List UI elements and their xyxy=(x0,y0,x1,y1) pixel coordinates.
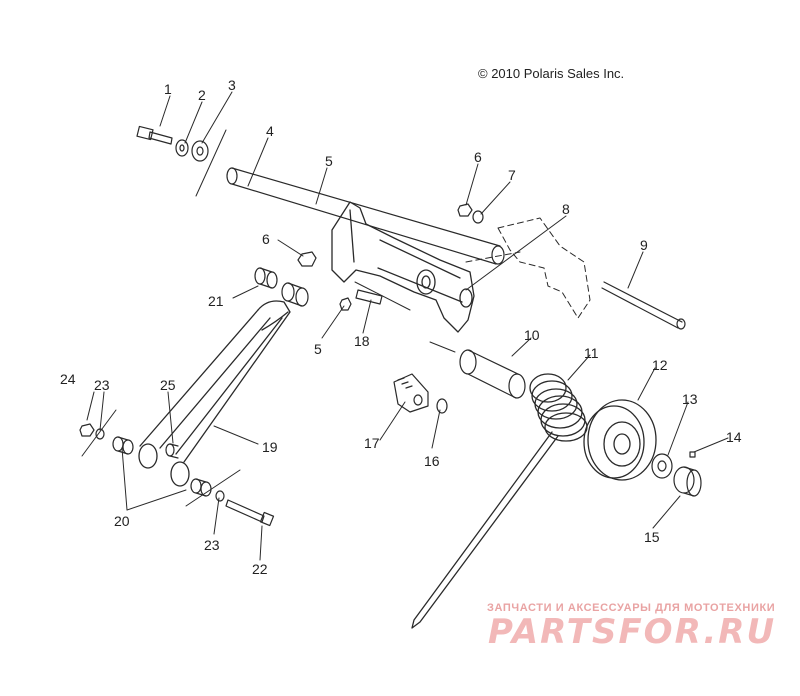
callout-4: 4 xyxy=(266,123,274,139)
bushing-21 xyxy=(254,267,278,289)
watermark-tagline: ЗАПЧАСТИ И АКСЕССУАРЫ ДЛЯ МОТОТЕХНИКИ xyxy=(487,602,776,614)
bushing-20b xyxy=(190,478,212,497)
bolt-22 xyxy=(225,499,275,527)
callout-15: 15 xyxy=(644,529,660,545)
shaft-4 xyxy=(226,167,505,265)
collar-15 xyxy=(673,466,702,497)
bushing-20 xyxy=(112,436,134,455)
watermark-logo: PARTSFOR.RU xyxy=(488,612,777,652)
rear-arm-19 xyxy=(138,300,291,487)
callout-6a: 6 xyxy=(474,149,482,165)
callout-20: 20 xyxy=(114,513,130,529)
screw-14 xyxy=(689,451,696,458)
phantom-bracket xyxy=(465,217,591,319)
callout-10: 10 xyxy=(524,327,540,343)
washer-13 xyxy=(651,453,673,479)
callout-9: 9 xyxy=(640,237,648,253)
callout-16: 16 xyxy=(424,453,440,469)
callout-6b: 6 xyxy=(262,231,270,247)
callout-5b: 5 xyxy=(314,341,322,357)
callout-8: 8 xyxy=(562,201,570,217)
nut-5 xyxy=(339,297,352,311)
nut-24 xyxy=(79,423,95,437)
spring-11 xyxy=(411,373,588,629)
nut-6-left xyxy=(297,251,317,267)
washer-16 xyxy=(436,398,448,414)
callout-14: 14 xyxy=(726,429,742,445)
washer-23b xyxy=(215,490,225,502)
bolt-18 xyxy=(355,289,383,305)
callout-2: 2 xyxy=(198,87,206,103)
callout-12: 12 xyxy=(652,357,668,373)
copyright-text: © 2010 Polaris Sales Inc. xyxy=(478,66,625,81)
callout-24: 24 xyxy=(60,371,76,387)
wheel-12 xyxy=(583,399,657,481)
bushing-25 xyxy=(165,443,179,459)
callout-7: 7 xyxy=(508,167,516,183)
rod-9 xyxy=(601,281,686,330)
callout-23a: 23 xyxy=(94,377,110,393)
washer-2 xyxy=(175,139,189,157)
front-arm-5 xyxy=(331,201,475,333)
callout-3: 3 xyxy=(228,77,236,93)
callout-17: 17 xyxy=(364,435,380,451)
nut-6-right xyxy=(457,203,473,217)
callout-11: 11 xyxy=(584,345,599,361)
callout-1: 1 xyxy=(164,81,172,97)
bolt-1 xyxy=(136,125,173,145)
callout-13: 13 xyxy=(682,391,698,407)
washer-3 xyxy=(191,140,209,162)
bushing-upper xyxy=(281,282,309,307)
washer-23a xyxy=(95,428,105,440)
sleeve-10 xyxy=(459,349,526,399)
callout-22: 22 xyxy=(252,561,268,577)
callout-19: 19 xyxy=(262,439,278,455)
callout-18: 18 xyxy=(354,333,370,349)
callout-25: 25 xyxy=(160,377,176,393)
callout-5a: 5 xyxy=(325,153,333,169)
callout-21: 21 xyxy=(208,293,224,309)
leader-lines xyxy=(81,91,729,561)
callout-23b: 23 xyxy=(204,537,220,553)
washer-7 xyxy=(472,210,484,224)
bumper-17 xyxy=(393,373,429,413)
